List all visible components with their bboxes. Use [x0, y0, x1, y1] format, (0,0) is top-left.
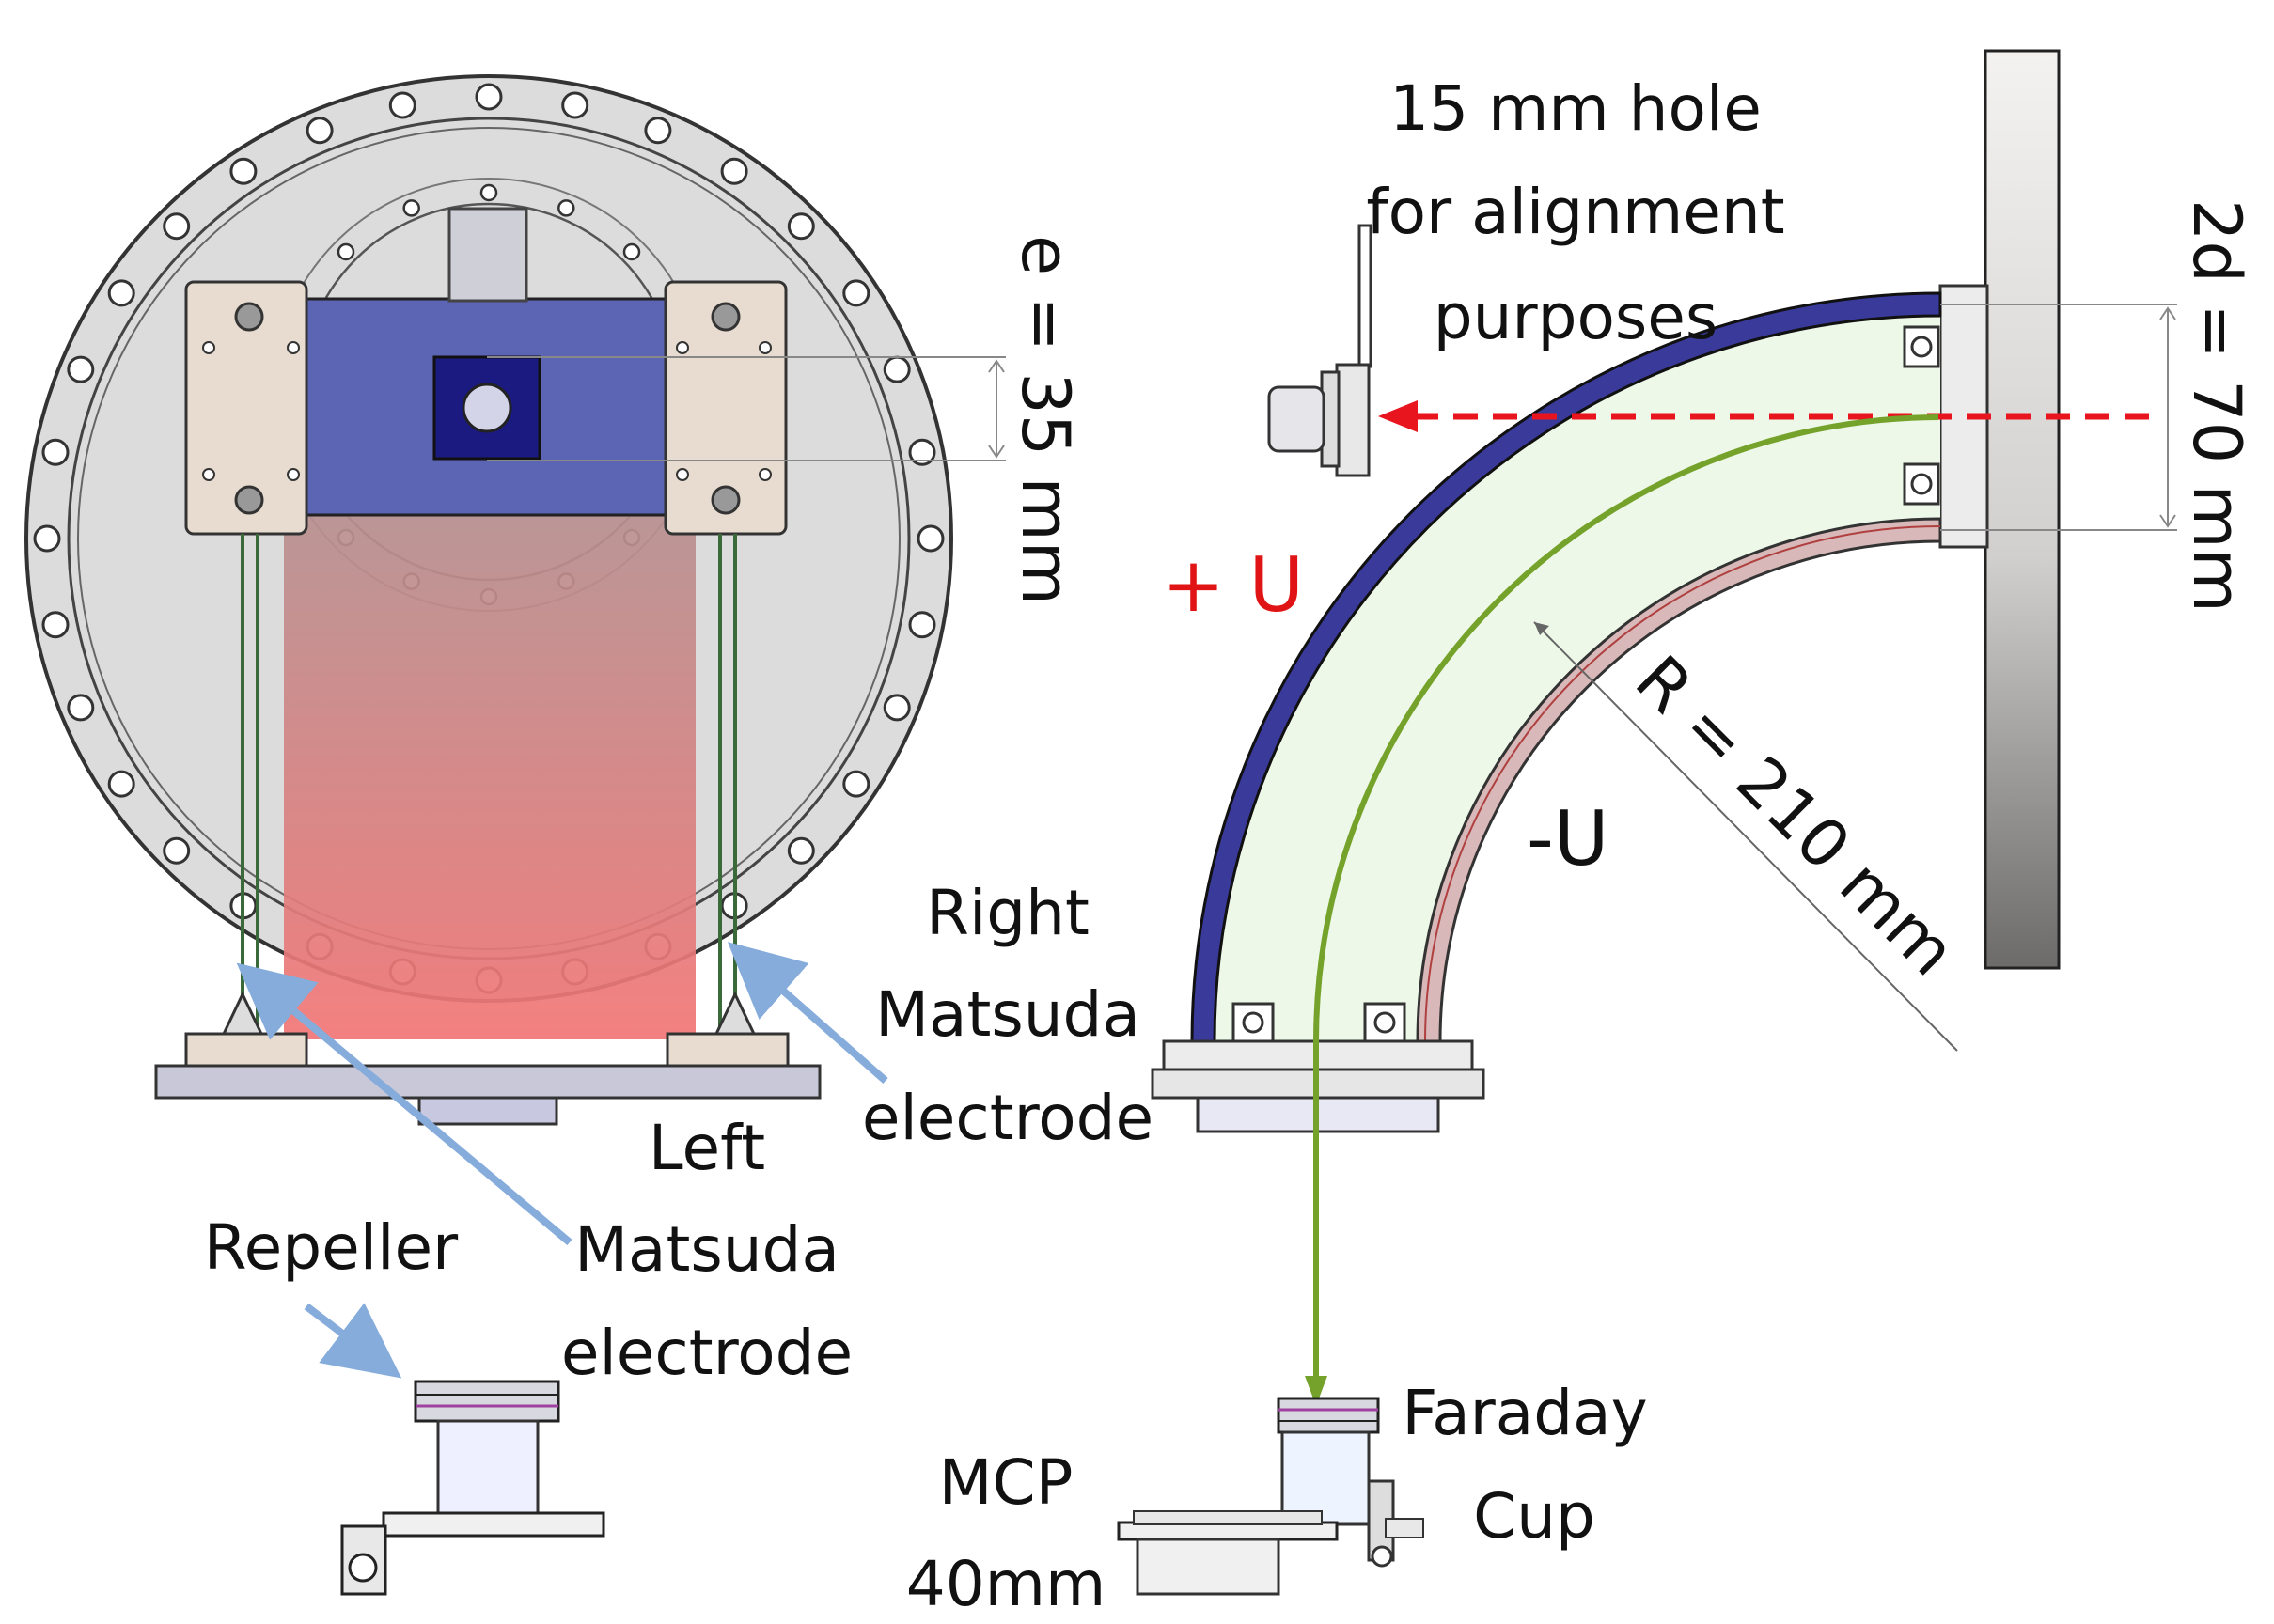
inner-bolt-hole: [622, 242, 641, 261]
flange-bolt-hole: [644, 117, 672, 145]
flange-bolt-hole: [33, 524, 61, 553]
flange-bolt-hole: [561, 91, 589, 119]
e-dimension-label: e = 35 mm: [1007, 235, 1084, 605]
flange-bolt-hole: [306, 117, 334, 145]
radius-arrowhead: [1534, 622, 1549, 635]
base-plate: [154, 1064, 822, 1100]
faraday-label-1: Faraday: [1402, 1377, 1647, 1449]
radius-label: R = 210 mm: [1621, 641, 1970, 991]
flange-bolt-hole: [67, 355, 95, 383]
hole-label-line-3: purposes: [1434, 281, 1718, 353]
flange-bolt-hole: [475, 83, 503, 111]
support-rods: [241, 534, 737, 1039]
right-matsuda-label-3: electrode: [862, 1082, 1153, 1154]
plus-u-label: + U: [1162, 541, 1304, 629]
flange-bolt-hole: [908, 438, 936, 466]
d-dimension-label: 2d = 70 mm: [2178, 199, 2255, 613]
flange-bolt-hole: [41, 438, 70, 466]
flange-bolt-hole: [67, 694, 95, 722]
inner-bolt-hole: [557, 199, 575, 217]
right-matsuda-label-1: Right: [926, 877, 1090, 949]
left-matsuda-label-1: Left: [649, 1112, 765, 1184]
red-electrode-panel: [284, 515, 696, 1039]
d-dimension-lines: [1940, 304, 2177, 531]
pointer-arrows: [236, 942, 888, 1379]
flange-bolt-hole: [229, 157, 258, 185]
flange-bolt-hole: [883, 694, 911, 722]
bracket-bolts: [234, 302, 741, 515]
mounting-plate: [1984, 49, 2061, 970]
flange-bolt-hole: [163, 836, 191, 865]
mcp-label-2: 40mm: [906, 1548, 1106, 1620]
repeller-label: Repeller: [204, 1211, 459, 1284]
hole-label-line-2: for alignment: [1366, 176, 1784, 248]
inner-bolt-hole: [479, 183, 498, 202]
ion-trajectory: [1313, 414, 1939, 1378]
flange-bolt-hole: [720, 157, 748, 185]
mcp-label-1: MCP: [939, 1446, 1074, 1519]
radius-dimension-line: [1533, 621, 1958, 1052]
e-dimension-lines: [487, 356, 1006, 461]
flange-bolt-hole: [107, 279, 135, 307]
right-matsuda-label-2: Matsuda: [875, 978, 1140, 1051]
left-bracket: [184, 280, 308, 536]
faraday-cup-device: [1277, 1397, 1424, 1562]
flange-bolt-hole: [163, 212, 191, 241]
alignment-device: [1267, 224, 1372, 477]
minus-u-label: -U: [1527, 795, 1608, 882]
flange-bolt-hole: [41, 611, 70, 639]
hole-label-line-1: 15 mm hole: [1389, 72, 1762, 145]
inner-bolt-hole: [337, 242, 355, 261]
central-aperture-hole: [462, 383, 512, 433]
left-matsuda-pointer: [236, 962, 572, 1246]
flange-bolt-hole: [883, 355, 911, 383]
base-foot-left: [184, 1032, 308, 1068]
flange-bolt-hole: [787, 836, 815, 865]
flange-bolt-hole: [107, 770, 135, 798]
right-matsuda-pointer: [727, 942, 888, 1085]
alignment-beam-arrowhead: [1378, 400, 1418, 432]
base-under-block: [417, 1096, 558, 1126]
repeller-device: [340, 1380, 605, 1596]
flange-bolt-hole: [908, 611, 936, 639]
mcp-device: [1117, 1510, 1393, 1596]
flange-bolt-hole: [388, 91, 416, 119]
base-foot-right: [666, 1032, 790, 1068]
top-bracket: [447, 207, 528, 303]
flange-bolt-hole: [842, 279, 870, 307]
flange-bolt-hole: [917, 524, 945, 553]
flange-bolt-hole: [787, 212, 815, 241]
faraday-label-2: Cup: [1473, 1480, 1595, 1553]
electrode-screws: [1231, 325, 1940, 1043]
repeller-pointer: [304, 1303, 402, 1379]
flange-bolt-hole: [842, 770, 870, 798]
left-matsuda-label-2: Matsuda: [574, 1213, 839, 1286]
ion-trajectory-arrowhead: [1305, 1376, 1327, 1406]
left-matsuda-label-3: electrode: [561, 1317, 853, 1389]
right-bracket: [664, 280, 788, 536]
front-view: [24, 74, 1006, 1126]
top-view: [340, 49, 2177, 1596]
inner-bolt-hole: [402, 199, 420, 217]
